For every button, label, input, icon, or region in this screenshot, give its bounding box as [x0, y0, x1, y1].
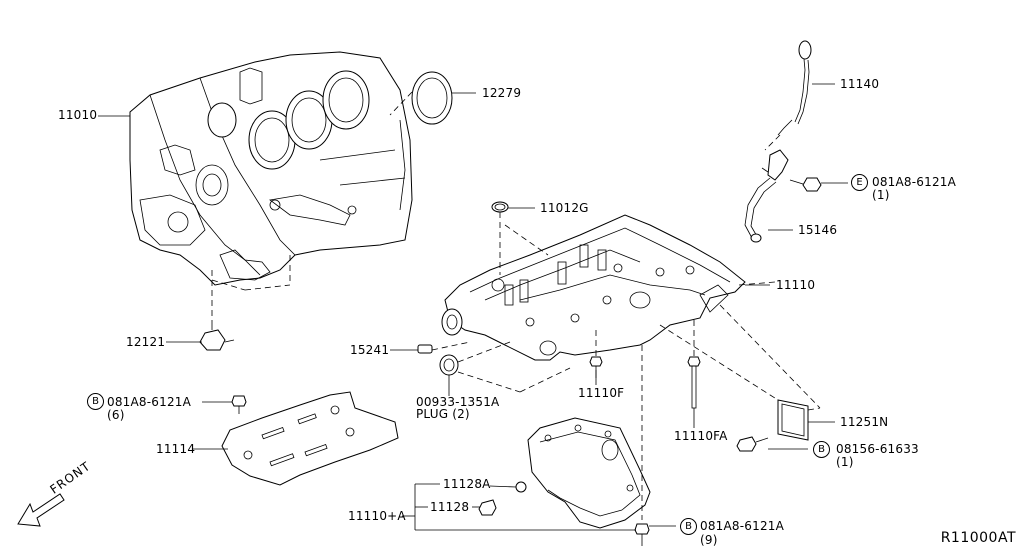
dipstick	[764, 40, 812, 151]
circle-b3: B	[680, 518, 697, 535]
bolt-b3-hardware	[634, 523, 650, 546]
label-block: 11010	[58, 108, 98, 122]
dipstick-tube	[744, 149, 789, 243]
sensor-12121	[199, 322, 235, 351]
label-dipstick: 11140	[840, 77, 880, 91]
label-bolt-b2: 08156-61633	[836, 442, 919, 456]
label-seal: 12279	[482, 86, 522, 100]
plug-00933	[439, 354, 459, 376]
bolt-b2-hardware	[736, 436, 769, 452]
front-arrow	[17, 493, 65, 527]
label-washer: 11128A	[443, 477, 491, 491]
label-plug-15241: 15241	[350, 343, 390, 357]
label-bolt-b3: 081A8-6121A	[700, 519, 785, 533]
bolt-e-hardware	[789, 177, 822, 192]
baffle-plate	[221, 391, 399, 486]
label-bolt-f: 11110F	[578, 386, 625, 400]
oil-pan-lower	[527, 417, 651, 529]
footer-code: R11000AT	[940, 530, 1016, 546]
leader-lines	[98, 83, 848, 531]
label-tube: 15146	[798, 223, 838, 237]
label-bolt-b1: 081A8-6121A	[107, 395, 192, 409]
label-bolt-e-qty: (1)	[872, 188, 890, 202]
drain-hardware	[478, 481, 527, 516]
label-bolt-b3-qty: (9)	[700, 533, 718, 547]
label-bolt-b1-qty: (6)	[107, 408, 125, 422]
label-oil-pan-lower: 11110+A	[348, 509, 406, 523]
assembly-guides	[211, 212, 821, 520]
rear-seal	[389, 71, 453, 125]
label-plug-part: 00933-1351A	[416, 395, 500, 409]
label-stud-fa: 11110FA	[674, 429, 728, 443]
plug-15241	[417, 344, 433, 354]
label-bolt-b2-qty: (1)	[836, 455, 854, 469]
circle-e: E	[851, 174, 868, 191]
label-gasket-n: 11251N	[840, 415, 889, 429]
label-plug-desc: PLUG (2)	[416, 407, 470, 421]
label-bolt-e: 081A8-6121A	[872, 175, 957, 189]
oil-seal-11012g	[491, 201, 509, 213]
label-baffle: 11114	[156, 442, 196, 456]
engine-block	[129, 51, 413, 286]
circle-b1: B	[87, 393, 104, 410]
oil-pan-upper	[441, 214, 746, 361]
stud-11110fa	[687, 356, 701, 409]
cover-11251n	[777, 399, 809, 441]
label-sensor: 12121	[126, 335, 166, 349]
circle-b2: B	[813, 441, 830, 458]
label-gasket-g: 11012G	[540, 201, 589, 215]
label-oil-pan-upper: 11110	[776, 278, 816, 292]
bolt-b1-hardware	[231, 395, 247, 414]
label-drain-plug: 11128	[430, 500, 470, 514]
